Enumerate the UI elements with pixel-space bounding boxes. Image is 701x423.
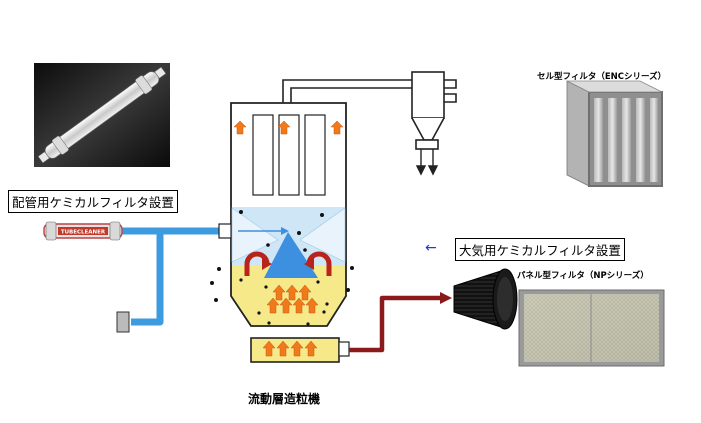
particle-dots	[210, 210, 354, 326]
air-filter-label: 大気用ケミカルフィルタ設置	[455, 238, 625, 261]
panel-filter-image	[518, 289, 665, 367]
cell-filter-image	[566, 80, 663, 187]
top-exhaust-duct	[282, 79, 457, 103]
exhaust-duct	[349, 295, 446, 353]
granulator-vessel	[218, 102, 350, 363]
spray-cone	[231, 207, 346, 278]
black-air-filter	[453, 268, 518, 330]
tube-cleaner-text: TUBECLEANER	[61, 230, 106, 236]
granulator-caption: 流動層造粒機	[248, 392, 321, 406]
heater-arrowheads	[262, 258, 314, 270]
tube-cleaner-photo	[34, 63, 170, 167]
tube-cleaner-inline	[43, 221, 123, 241]
panel-filter-caption: パネル型フィルタ（NPシリーズ）	[517, 271, 649, 281]
blue-arrow-icon: ←	[425, 240, 437, 256]
pipe-filter-label: 配管用ケミカルフィルタ設置	[8, 190, 178, 213]
flame-arrows	[233, 120, 344, 357]
cyclone-collector	[411, 71, 445, 150]
exhaust-arrowhead	[440, 292, 452, 304]
inlet-stub	[116, 311, 130, 333]
cell-filter-caption: セル型フィルタ（ENCシリーズ）	[537, 72, 667, 82]
cyclone-outlet-arrows	[415, 149, 439, 176]
air-inlet-duct	[120, 227, 222, 326]
heater-arcs	[244, 251, 332, 276]
